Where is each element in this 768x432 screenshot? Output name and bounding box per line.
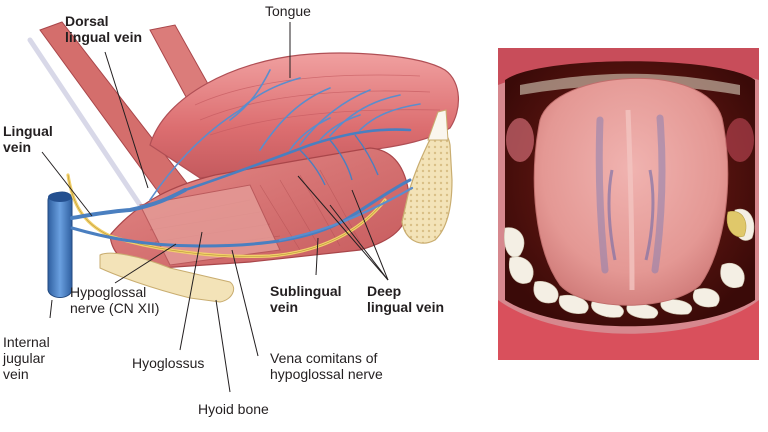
label-dorsal-lingual-vein: Dorsal lingual vein: [65, 13, 142, 45]
label-dorsal-lingual-vein-line1: Dorsal: [65, 13, 109, 29]
label-hypoglossal-nerve-line2: nerve (CN XII): [70, 300, 160, 316]
styloid-process: [27, 37, 143, 208]
label-sublingual-vein: Sublingual vein: [270, 283, 342, 315]
lower-incisor: [427, 109, 449, 141]
label-deep-lingual-vein-line2: lingual vein: [367, 299, 445, 315]
mandible-section: [401, 131, 453, 244]
sublingual-vein-vessel: [278, 186, 414, 242]
label-vena-comitans-line2: hypoglossal nerve: [270, 366, 383, 382]
label-vena-comitans-line1: Vena comitans of: [270, 350, 378, 366]
label-hyoid-bone: Hyoid bone: [198, 401, 269, 417]
label-sublingual-vein-line2: vein: [270, 299, 299, 315]
label-deep-lingual-vein-line1: Deep: [367, 283, 402, 299]
label-tongue: Tongue: [265, 3, 311, 19]
lingual-vein: [70, 188, 187, 220]
hyoid-bone: [99, 252, 235, 303]
label-internal-jugular-vein-line2: jugular: [3, 350, 46, 366]
label-vena-comitans: Vena comitans of hypoglossal nerve: [270, 350, 383, 382]
label-internal-jugular-vein-line3: vein: [3, 366, 29, 382]
vena-comitans-vessel: [70, 178, 412, 248]
leader-lines: [41, 22, 389, 393]
deep-lingual-vein-vessel: [183, 128, 412, 192]
label-internal-jugular-vein: Internal jugular vein: [3, 334, 50, 382]
label-lingual-vein-line2: vein: [3, 139, 32, 155]
ijv-opening: [48, 192, 72, 202]
label-lingual-vein: Lingual vein: [3, 123, 53, 155]
label-dorsal-lingual-vein-line2: lingual vein: [65, 29, 143, 45]
dorsal-lingual-branches: [149, 69, 421, 201]
label-hypoglossal-nerve: Hypoglossal nerve (CN XII): [70, 284, 159, 316]
label-sublingual-vein-line1: Sublingual: [270, 283, 342, 299]
label-hyoglossus: Hyoglossus: [132, 355, 205, 371]
open-mouth-underside-tongue-photo: [498, 48, 759, 360]
label-hypoglossal-nerve-line1: Hypoglossal: [70, 284, 147, 300]
label-lingual-vein-line1: Lingual: [3, 123, 53, 139]
internal-jugular-vein: [47, 191, 73, 298]
label-internal-jugular-vein-line1: Internal: [3, 334, 50, 350]
label-deep-lingual-vein: Deep lingual vein: [367, 283, 444, 315]
deep-lingual-branches: [299, 134, 379, 186]
